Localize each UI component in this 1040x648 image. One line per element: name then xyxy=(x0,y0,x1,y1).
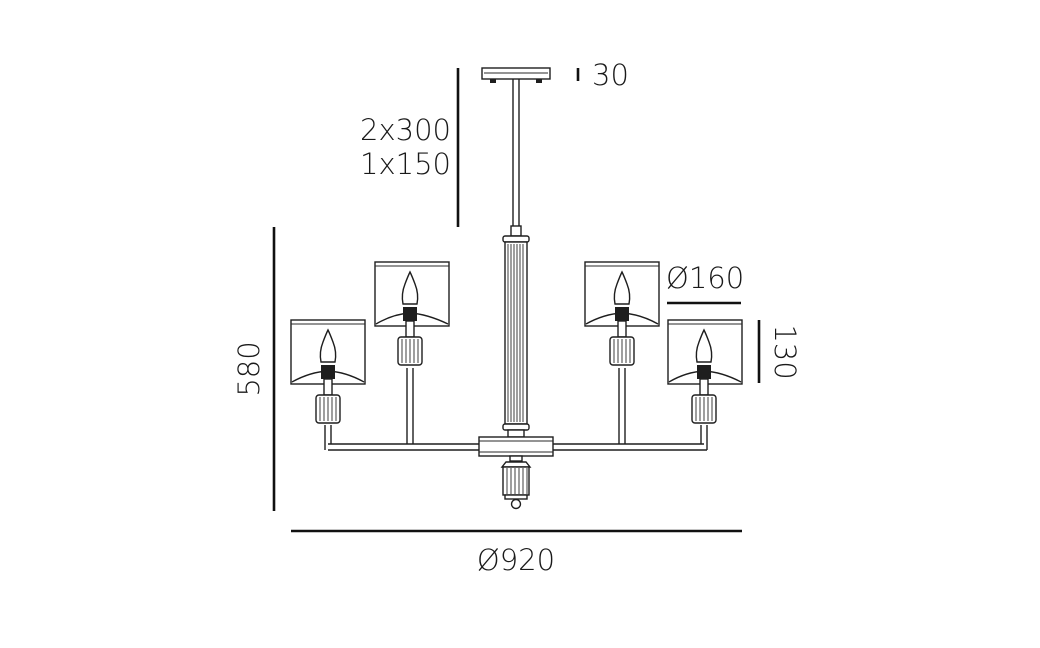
candle-bulb-icon xyxy=(319,328,337,363)
shade-diameter-label: Ø160 xyxy=(666,261,744,295)
central-hub xyxy=(478,436,554,457)
lamp-outer-right xyxy=(667,319,743,424)
ceiling-canopy xyxy=(481,67,551,83)
total-height-label: 580 xyxy=(232,341,266,396)
lamp-inner-left xyxy=(374,261,450,366)
bottom-finial xyxy=(500,455,532,510)
canopy-height-label: 30 xyxy=(592,58,629,92)
lamp-outer-left xyxy=(290,319,366,424)
rod-length-label-2: 1x150 xyxy=(360,147,451,181)
central-column xyxy=(502,235,530,438)
shade-height-label: 130 xyxy=(768,324,802,379)
candle-bulb-icon xyxy=(613,270,631,305)
chandelier-arms xyxy=(324,368,708,451)
overall-diameter-label: Ø920 xyxy=(477,543,555,577)
rod-length-label-1: 2x300 xyxy=(360,113,451,147)
dimension-lines xyxy=(272,68,761,533)
lamp-inner-right xyxy=(584,261,660,366)
candle-bulb-icon xyxy=(401,270,419,305)
suspension-rod xyxy=(510,79,522,237)
candle-bulb-icon xyxy=(695,328,713,363)
